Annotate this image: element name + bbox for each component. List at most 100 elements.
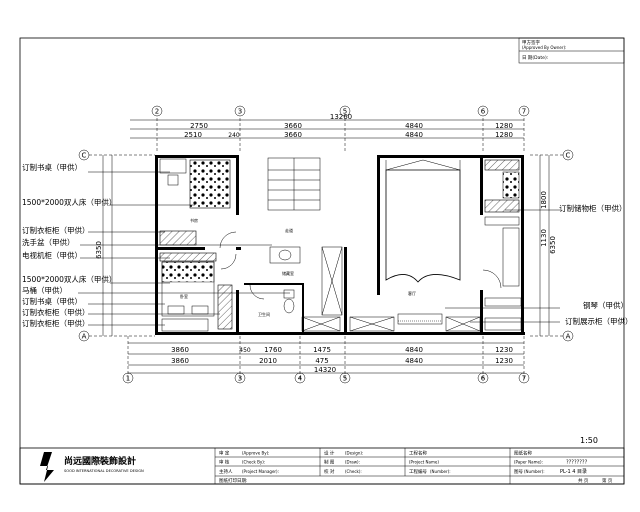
study-chair xyxy=(167,174,179,186)
tb-design: 设 计 xyxy=(324,450,335,457)
axis-side: C A C A xyxy=(78,149,574,342)
top-dimensions: 13260 2750 3660 4840 1280 2510 240 3660 … xyxy=(130,113,525,153)
tb-drawing-no-val: PL-1 4 目录 xyxy=(560,468,587,475)
axis-bubble: 3 xyxy=(238,375,242,383)
balcony-door xyxy=(482,269,502,289)
dim-text: 4840 xyxy=(405,346,423,354)
company-name-en: SOOD INTERNATIONAL DECORATIVE DESIGN xyxy=(64,469,144,473)
label-storage-cabinet: 订制储物柜（甲供） xyxy=(559,203,627,213)
axis-bottom: 1 3 4 5 6 7 xyxy=(122,372,530,384)
storage-cabinet xyxy=(484,159,520,171)
axis-top: 2 3 5 6 7 xyxy=(151,105,530,117)
room-label-study: 书房 xyxy=(190,217,198,223)
approval-date-label: 日 期(Date): xyxy=(522,55,548,61)
study-rug xyxy=(189,159,231,209)
dim-text: 450 xyxy=(239,347,251,354)
tb-check: 校 对 xyxy=(324,468,335,475)
tb-drawing-no: 图号 xyxy=(514,469,523,475)
tb-drawing-name-val: ???????? xyxy=(566,460,588,466)
dim-text: 1280 xyxy=(495,131,513,139)
axis-bubble: 6 xyxy=(481,375,486,383)
axis-bubble: 6 xyxy=(481,108,486,116)
axis-bubble: A xyxy=(566,333,571,341)
dim-text: 3660 xyxy=(284,131,302,139)
label-piano: 钢琴（甲供） xyxy=(583,300,628,310)
tb-project-no-en: (Number): xyxy=(430,469,451,474)
study-desk xyxy=(159,158,187,174)
living-sofa xyxy=(385,169,461,283)
axis-bubble: 5 xyxy=(343,375,347,383)
dim-text: 4840 xyxy=(405,357,423,365)
label-wardrobe-2: 订制衣柜柜（甲供） xyxy=(22,307,90,317)
cabinet-bottom-2 xyxy=(349,316,395,332)
room-label-bath: 卫生间 xyxy=(258,311,270,317)
dim-text: 1230 xyxy=(495,357,513,365)
dim-total-bottom: 14320 xyxy=(314,366,336,374)
tb-review: 审 核 xyxy=(219,459,230,466)
label-tv-cabinet: 电视机柜（甲供） xyxy=(22,250,82,260)
tb-manager: 主持人 xyxy=(219,468,233,475)
dim-text: 1130 xyxy=(540,229,548,247)
dim-text: 1475 xyxy=(313,346,331,354)
tv-cabinet xyxy=(159,252,217,262)
bath-door xyxy=(249,284,265,300)
room-label-storage: 储藏室 xyxy=(282,270,294,276)
axis-bubble: C xyxy=(82,152,87,160)
dim-text: 4840 xyxy=(405,122,423,130)
bedroom-wardrobe xyxy=(217,284,233,330)
dim-text: 240 xyxy=(228,132,240,139)
dim-text: 1280 xyxy=(495,122,513,130)
dim-text: 2750 xyxy=(190,122,208,130)
tb-manager-en: (Project Manager): xyxy=(242,469,279,474)
company-logo-mark xyxy=(40,452,54,482)
corridor-cabinet xyxy=(321,246,343,316)
bed-door xyxy=(220,253,237,270)
dim-text: 3860 xyxy=(171,346,189,354)
tb-project-no: 工程编号 xyxy=(409,468,427,475)
bottom-dimensions: 3860 450 1760 1475 4840 1230 3860 2010 4… xyxy=(127,336,525,380)
dim-text: 1800 xyxy=(540,191,548,209)
tb-drawing-no-en: (Number): xyxy=(524,469,545,474)
axis-bubble: 7 xyxy=(522,108,526,116)
axis-bubble: C xyxy=(566,152,571,160)
label-study-desk: 订制书桌（甲供） xyxy=(22,162,82,172)
dim-total-right: 6350 xyxy=(549,236,557,254)
tb-sheet-no: 第 页 xyxy=(602,477,613,484)
label-double-bed-1: 1500*2000双人床（甲供） xyxy=(22,197,116,207)
left-dimensions: 6350 xyxy=(95,155,113,336)
tb-design-en: (Design): xyxy=(345,451,363,456)
tb-approve-en: (Approve By): xyxy=(242,451,270,456)
label-wardrobe-3: 订制衣柜柜（甲供） xyxy=(22,318,90,328)
approval-signature-label: 甲方签字 xyxy=(522,39,540,46)
tb-draw-en: (Draw): xyxy=(345,460,360,465)
dim-text: 2510 xyxy=(184,131,202,139)
axis-bubble: 4 xyxy=(298,375,303,383)
axis-bubble: 1 xyxy=(126,375,130,383)
tb-project-name-en: (Project Name) xyxy=(409,460,439,465)
display-cabinet xyxy=(445,316,481,332)
dim-total-top: 13260 xyxy=(330,113,352,121)
right-dimensions: 1800 1130 6350 xyxy=(539,155,557,336)
axis-bubble: 2 xyxy=(155,108,159,116)
dim-text: 3660 xyxy=(284,122,302,130)
room-label-corridor: 走道 xyxy=(285,227,293,233)
axis-bubble: 7 xyxy=(522,375,526,383)
bedroom-desk xyxy=(161,318,209,332)
dim-text: 4840 xyxy=(405,131,423,139)
tb-check-en: (Check): xyxy=(345,469,362,474)
study-door xyxy=(219,231,237,249)
dim-text: 475 xyxy=(315,357,328,365)
dim-total-left: 6350 xyxy=(95,241,103,259)
label-toilet: 马桶（甲供） xyxy=(22,285,67,295)
cabinet-bottom-1 xyxy=(301,316,341,332)
room-label-bed: 卧室 xyxy=(180,293,188,299)
tb-approve: 审 定 xyxy=(219,450,230,457)
axis-bubble: A xyxy=(82,333,87,341)
label-display-cabinet: 订制展示柜（甲供） xyxy=(565,316,633,326)
axis-bubble: 3 xyxy=(238,108,242,116)
approval-signature-label-en: (Approved By Owner): xyxy=(522,45,566,50)
toilet-tank xyxy=(283,289,295,299)
label-wardrobe-1: 订制衣柜柜（甲供） xyxy=(22,225,90,235)
tb-sheet-total: 共 页 xyxy=(578,477,589,484)
